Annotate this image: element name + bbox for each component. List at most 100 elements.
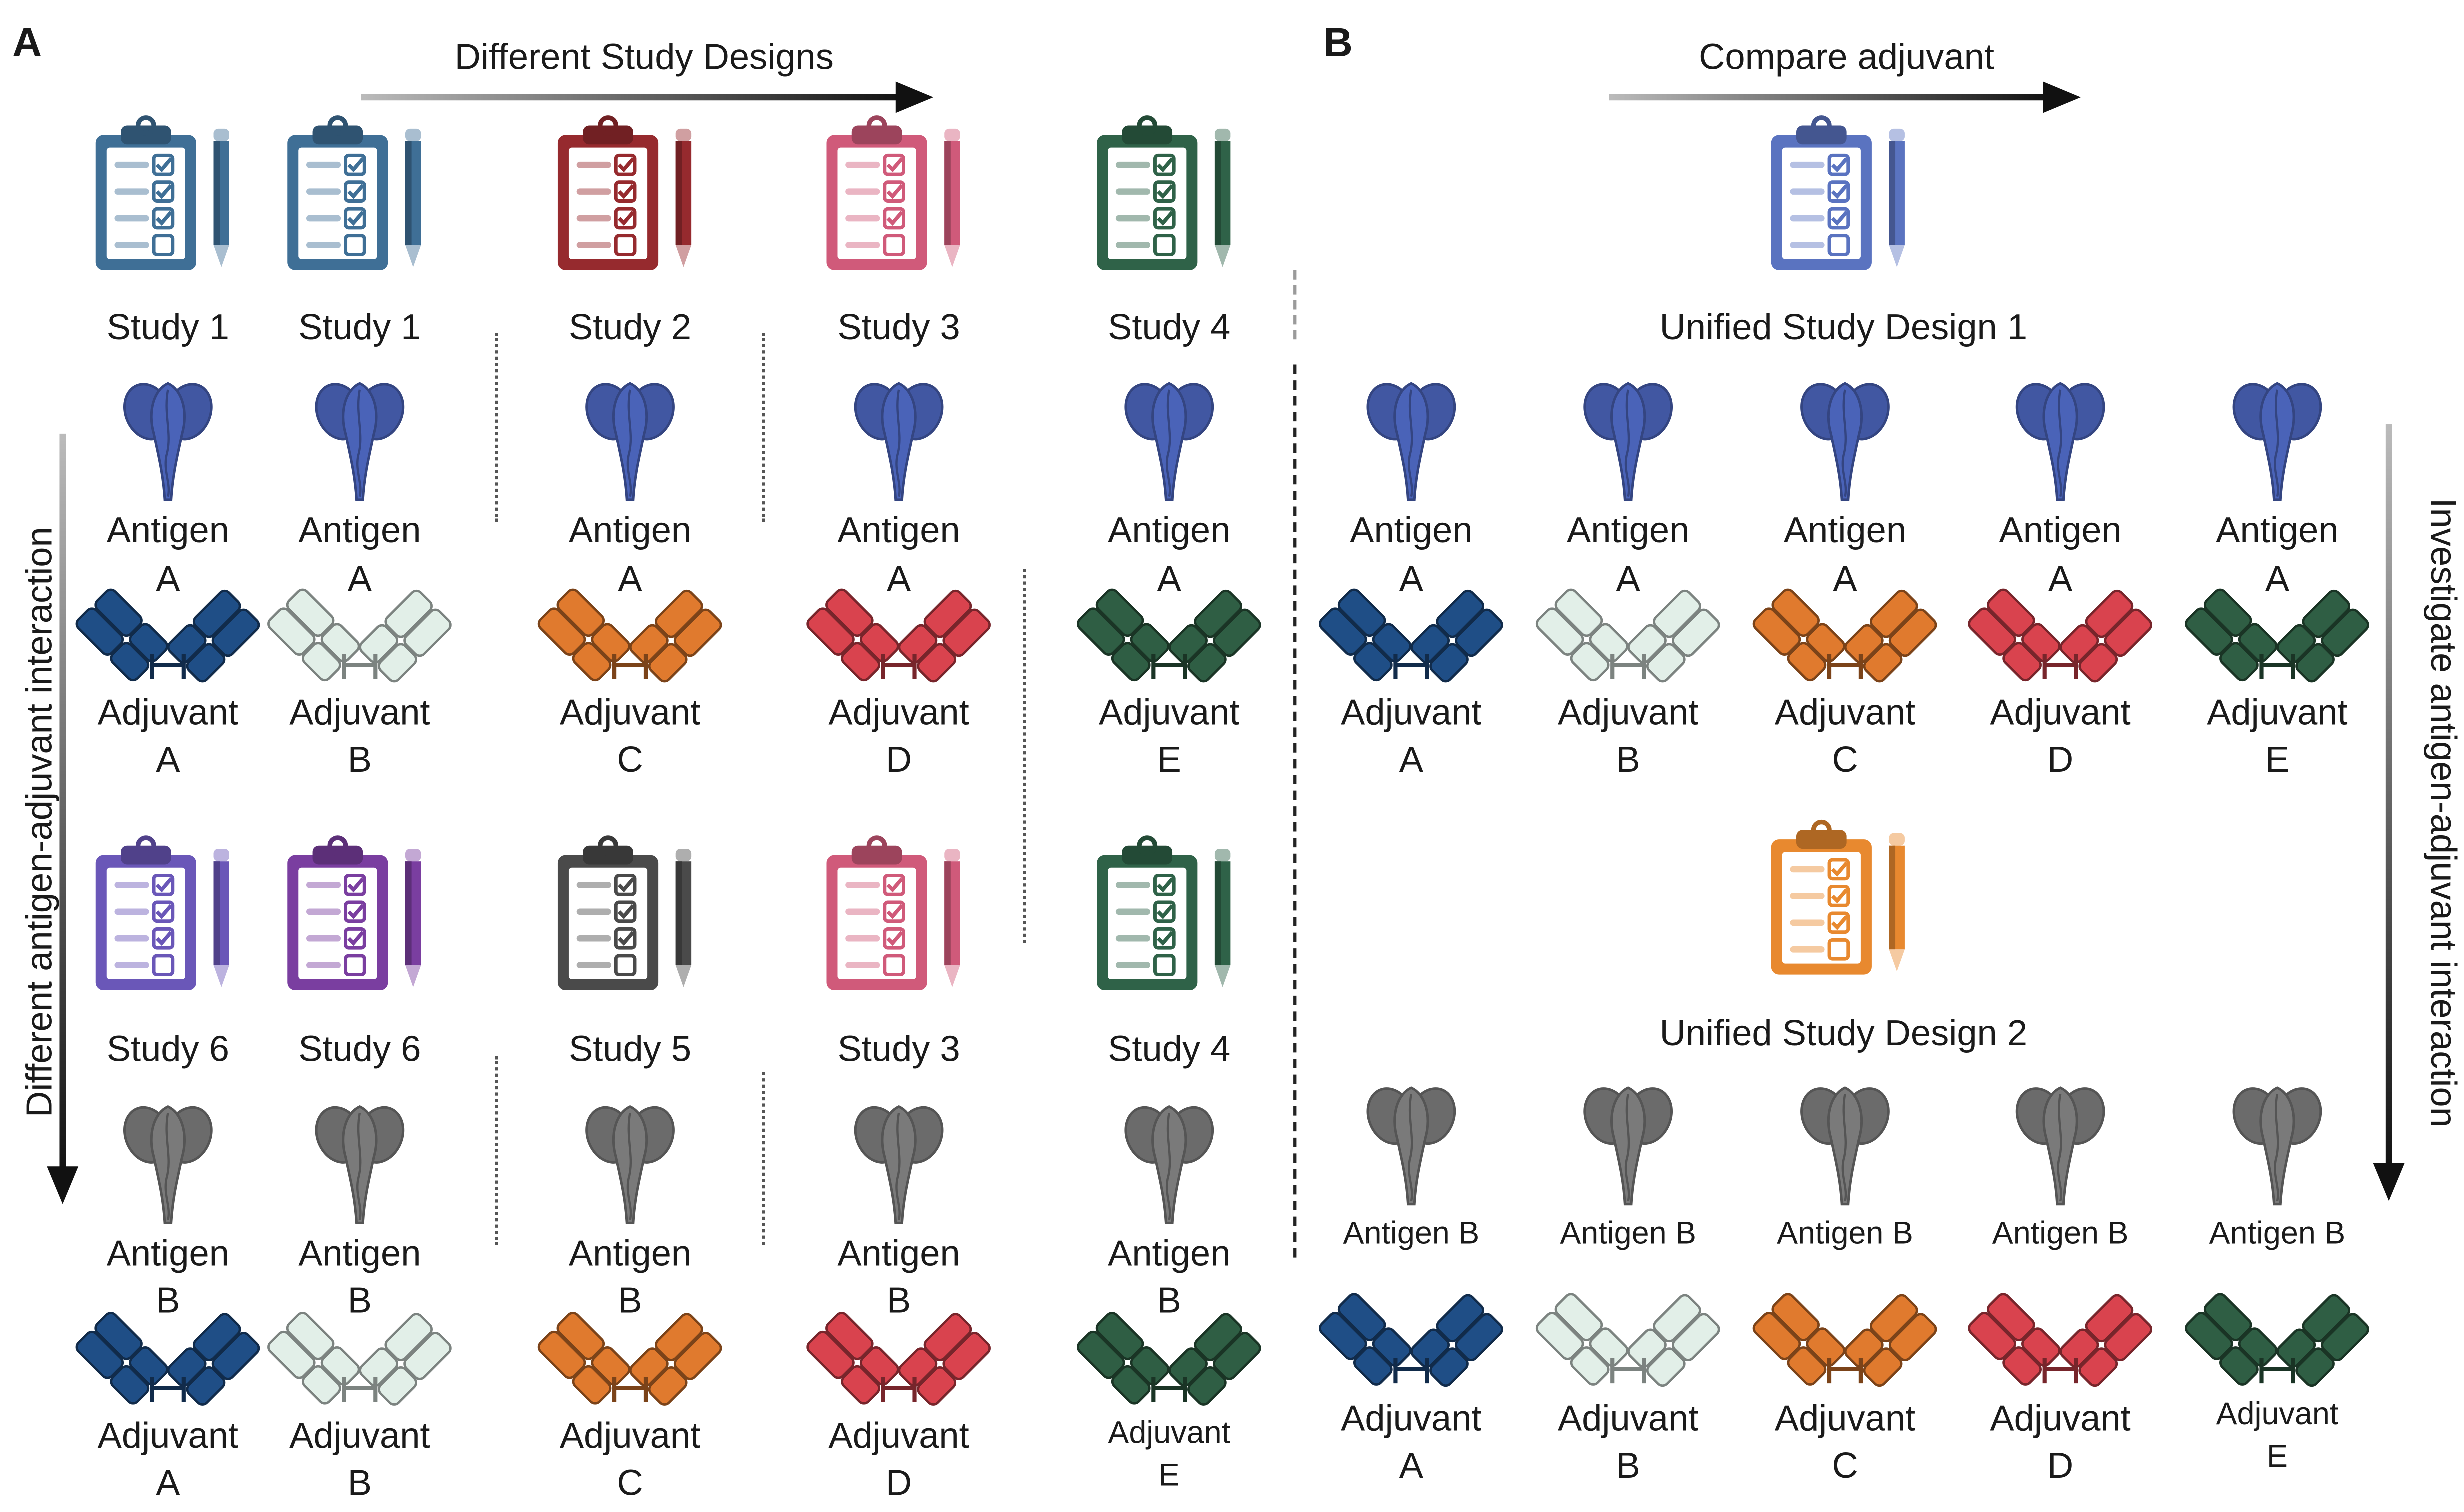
- adjuvant-icon: [1968, 588, 2153, 683]
- adjuvant-icon: [267, 1312, 452, 1406]
- antigen-label: Antigen: [106, 1232, 229, 1274]
- antigen-letter: A: [1616, 558, 1640, 599]
- antigen-b-icon: [1366, 1086, 1456, 1206]
- adjuvant-label: Adjuvant: [828, 691, 969, 733]
- study-label: Study 6: [298, 1028, 421, 1069]
- antigen-a-icon: [315, 382, 405, 501]
- adjuvant-icon: [1076, 1312, 1261, 1406]
- panel-divider-top: [1293, 270, 1297, 340]
- adjuvant-letter: E: [1157, 738, 1181, 780]
- adjuvant-icon: [75, 1312, 260, 1406]
- compare-adjuvant-arrow-label: Compare adjuvant: [1699, 36, 1995, 77]
- antigen-b-icon: [1583, 1086, 1673, 1206]
- antigen-label: Antigen: [837, 509, 960, 550]
- adjuvant-icon: [1319, 588, 1503, 683]
- antigen-letter: B: [1157, 1279, 1181, 1321]
- antigen-label: Antigen: [568, 1232, 692, 1274]
- divider-line: [495, 1056, 498, 1245]
- antigen-a-icon: [1366, 382, 1456, 501]
- antigen-label: Antigen: [1350, 509, 1473, 550]
- adjuvant-label: Adjuvant: [289, 691, 430, 733]
- investigate-side-label: Investigate antigen-adjuvant interaction: [2423, 498, 2464, 1127]
- adjuvant-icon: [1752, 588, 1937, 683]
- study-label: Study 1: [298, 306, 421, 347]
- study-label: Study 4: [1108, 306, 1231, 347]
- adjuvant-letter: D: [2047, 738, 2074, 780]
- adjuvant-label: Adjuvant: [1557, 691, 1699, 733]
- adjuvant-letter: B: [347, 1462, 372, 1503]
- antigen-a-icon: [123, 382, 213, 501]
- adjuvant-letter: A: [1399, 738, 1423, 780]
- divider-line: [762, 333, 765, 522]
- antigen-b-icon: [315, 1105, 405, 1224]
- study-label: Study 1: [106, 306, 229, 347]
- adjuvant-icon: [2185, 1293, 2369, 1387]
- adjuvant-icon: [2185, 588, 2369, 683]
- antigen-b-icon: [2232, 1086, 2322, 1206]
- adjuvant-letter: B: [1616, 738, 1640, 780]
- antigen-letter: A: [2265, 558, 2290, 599]
- adjuvant-letter: A: [1399, 1444, 1423, 1486]
- antigen-adjuvant-side-label: Different antigen-adjuvant interaction: [18, 527, 60, 1117]
- clipboard-green-icon: [1097, 115, 1231, 270]
- adjuvant-icon: [806, 1312, 991, 1406]
- antigen-label: Antigen: [106, 509, 229, 550]
- adjuvant-label: Adjuvant: [559, 691, 701, 733]
- antigen-letter: B: [618, 1279, 642, 1321]
- adjuvant-letter: E: [2265, 738, 2290, 780]
- adjuvant-label: Adjuvant: [559, 1415, 701, 1456]
- antigen-letter: A: [1833, 558, 1857, 599]
- adjuvant-label: Adjuvant: [828, 1415, 969, 1456]
- clipboard-gray-icon: [557, 835, 692, 991]
- study-label: Study 6: [106, 1028, 229, 1069]
- antigen-label: Antigen B: [1343, 1216, 1480, 1252]
- unified-design-2-label: Unified Study Design 2: [1659, 1012, 2028, 1053]
- adjuvant-label: Adjuvant: [1557, 1397, 1699, 1439]
- antigen-label: Antigen: [1783, 509, 1907, 550]
- clipboard-darkred-icon: [557, 115, 692, 270]
- clipboard-blue-icon: [287, 115, 421, 270]
- antigen-letter: A: [156, 558, 180, 599]
- adjuvant-letter: C: [617, 738, 643, 780]
- adjuvant-label: Adjuvant: [2207, 691, 2348, 733]
- clipboard-purple-icon: [287, 835, 421, 991]
- adjuvant-icon: [1968, 1293, 2153, 1387]
- antigen-b-icon: [123, 1105, 213, 1224]
- antigen-letter: B: [886, 1279, 911, 1321]
- antigen-label: Antigen B: [2209, 1216, 2346, 1252]
- antigen-label: Antigen: [1108, 509, 1231, 550]
- antigen-label: Antigen: [568, 509, 692, 550]
- adjuvant-letter: D: [885, 738, 912, 780]
- adjuvant-label: Adjuvant: [1341, 1397, 1482, 1439]
- antigen-a-icon: [1583, 382, 1673, 501]
- adjuvant-label: Adjuvant: [1099, 691, 1240, 733]
- antigen-a-icon: [1800, 382, 1890, 501]
- antigen-label: Antigen: [2216, 509, 2339, 550]
- antigen-letter: A: [1157, 558, 1181, 599]
- clipboard-blue-icon: [95, 115, 229, 270]
- antigen-b-icon: [1800, 1086, 1890, 1206]
- compare-adjuvant-arrow: [1609, 81, 2081, 113]
- antigen-a-icon: [2015, 382, 2105, 501]
- antigen-b-icon: [1124, 1105, 1214, 1224]
- adjuvant-label: Adjuvant: [1990, 1397, 2131, 1439]
- study-label: Study 3: [837, 1028, 960, 1069]
- unified-clipboard-2-icon: [1771, 819, 1905, 975]
- clipboard-pink-icon: [826, 835, 960, 991]
- antigen-label: Antigen B: [1777, 1216, 1913, 1252]
- adjuvant-label: Adjuvant: [1990, 691, 2131, 733]
- adjuvant-letter: B: [347, 738, 372, 780]
- adjuvant-label: Adjuvant: [1774, 1397, 1916, 1439]
- adjuvant-icon: [1535, 1293, 1720, 1387]
- adjuvant-letter: C: [1832, 1444, 1858, 1486]
- adjuvant-icon: [1319, 1293, 1503, 1387]
- clipboard-green-icon: [1097, 835, 1231, 991]
- adjuvant-letter: E: [2266, 1440, 2288, 1475]
- study-label: Study 2: [568, 306, 692, 347]
- panel-b-label: B: [1323, 18, 1353, 66]
- adjuvant-label: Adjuvant: [97, 691, 239, 733]
- antigen-label: Antigen: [1108, 1232, 1231, 1274]
- antigen-letter: B: [347, 1279, 372, 1321]
- antigen-letter: A: [2048, 558, 2073, 599]
- study-label: Study 5: [568, 1028, 692, 1069]
